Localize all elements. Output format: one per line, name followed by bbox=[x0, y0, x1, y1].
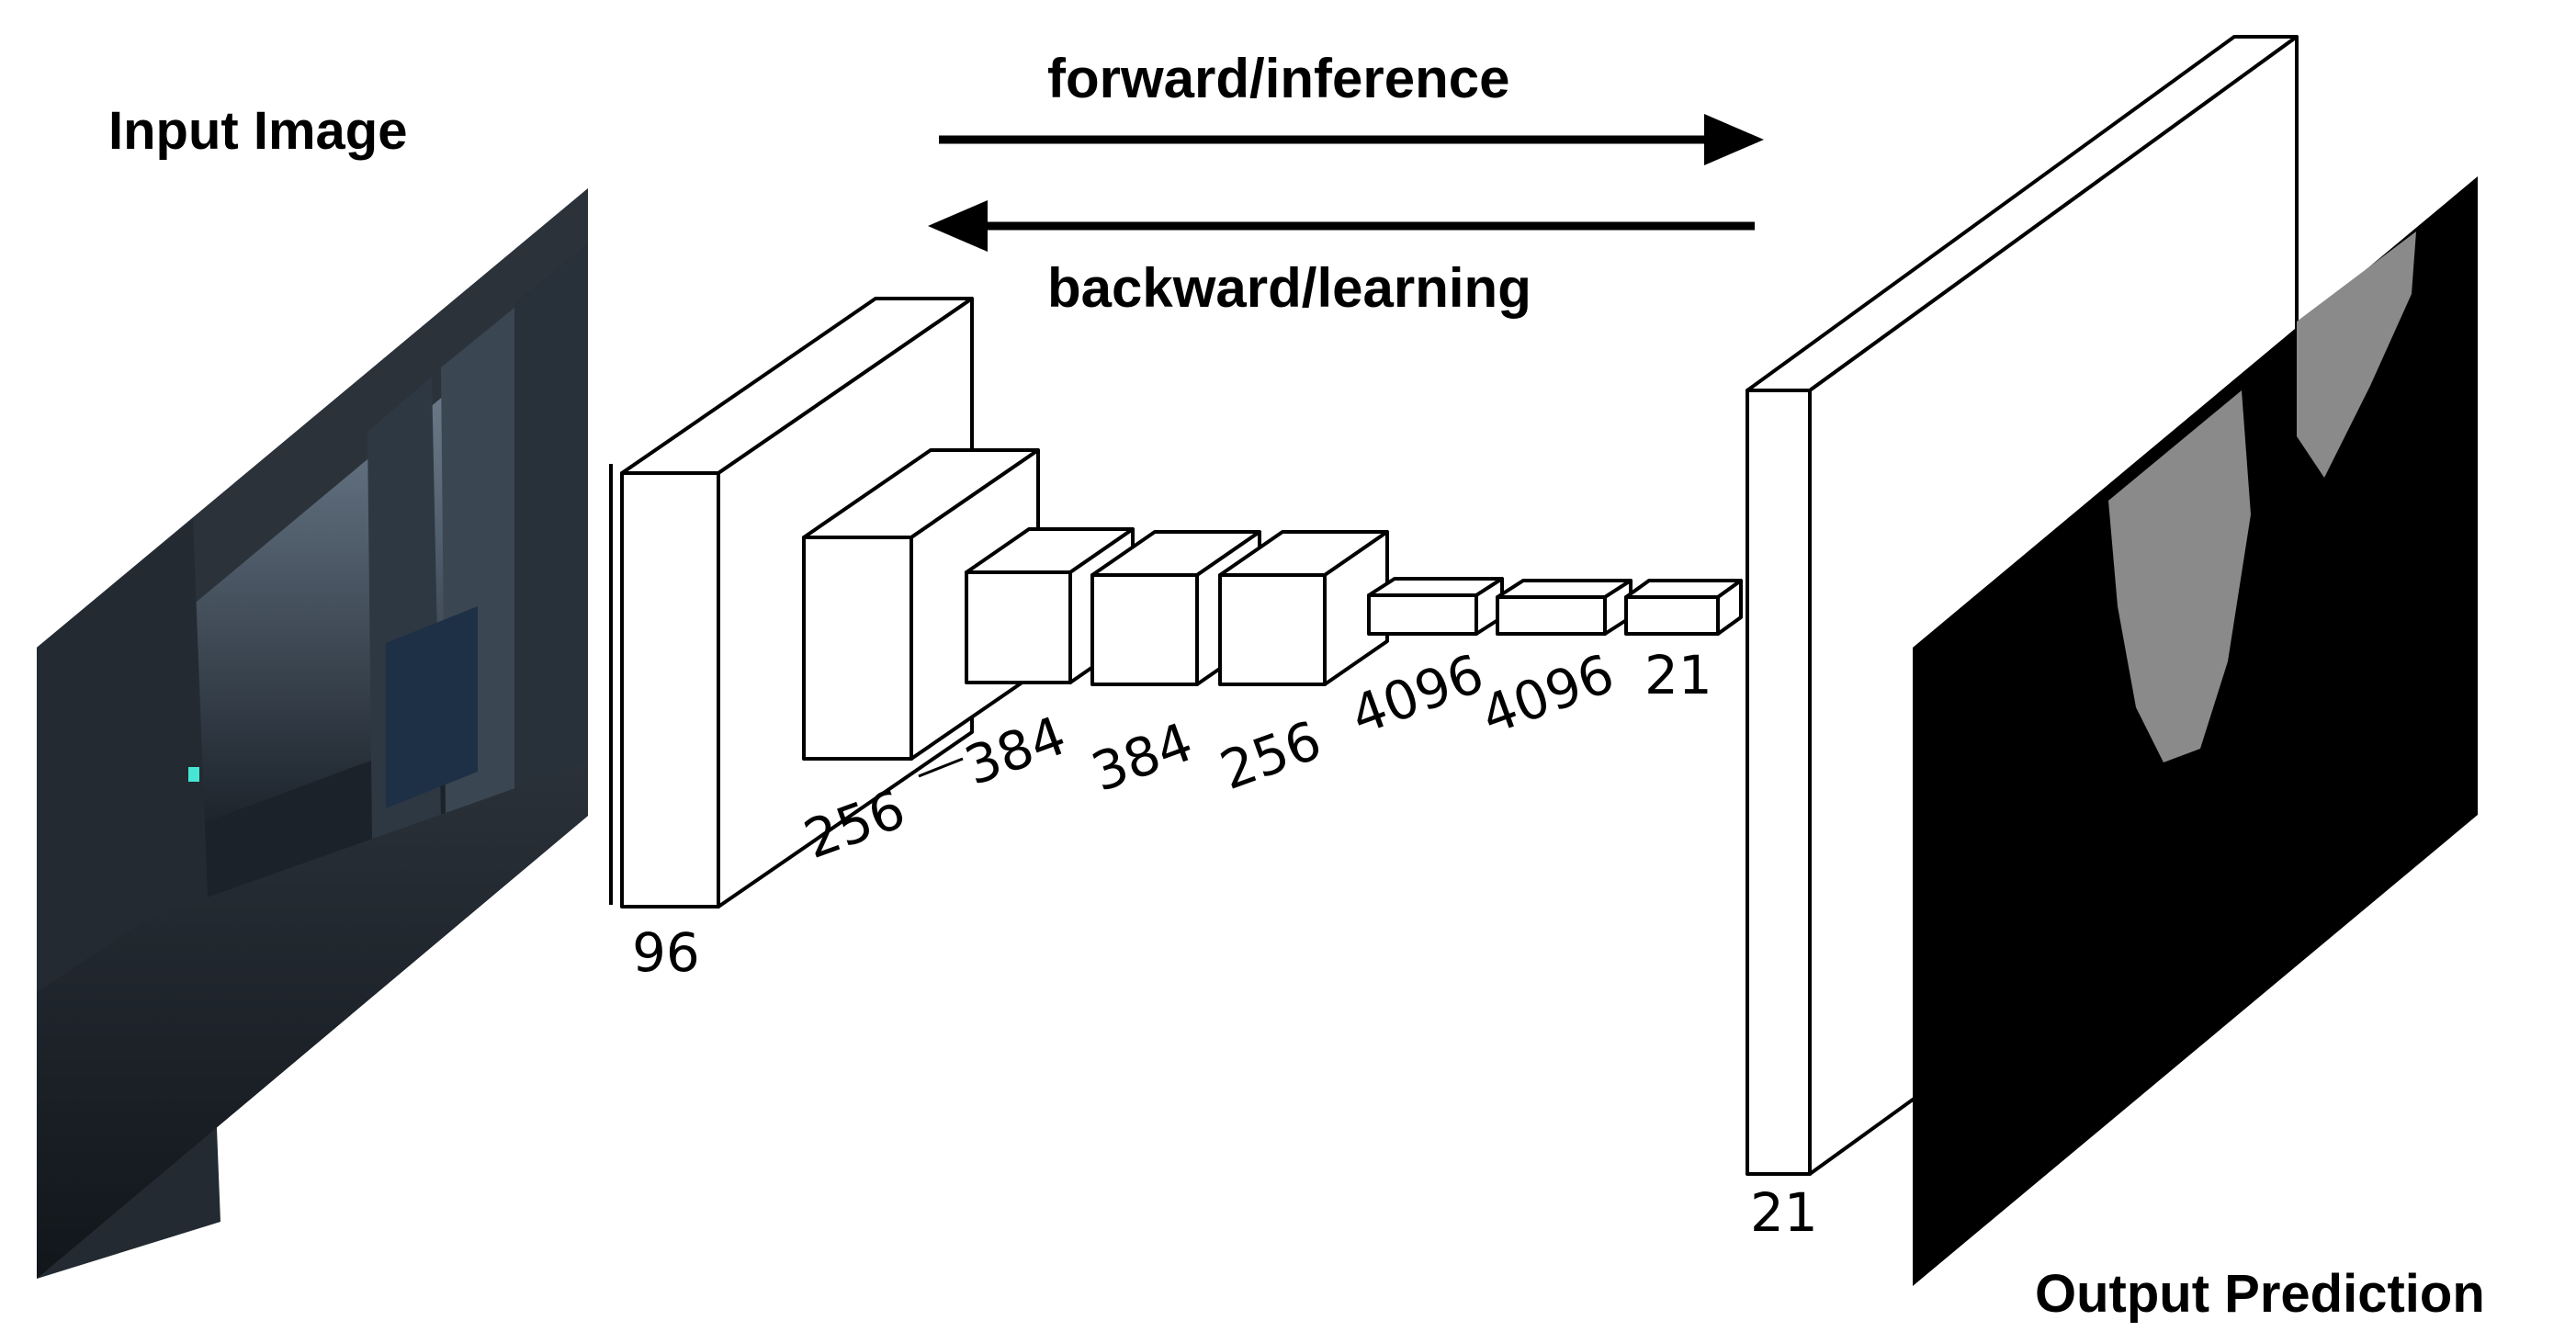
traffic-light bbox=[188, 767, 199, 782]
fc7-block bbox=[1496, 579, 1633, 636]
fc8-block bbox=[1624, 579, 1743, 636]
output-prediction-label: Output Prediction bbox=[2035, 1264, 2485, 1324]
input-image-label: Input Image bbox=[108, 101, 407, 161]
input-image bbox=[37, 188, 588, 1279]
forward-arrow bbox=[939, 114, 1764, 165]
fc6-block bbox=[1367, 577, 1504, 636]
output-prediction-image bbox=[1913, 176, 2478, 1286]
fc7-dim-label: 4096 bbox=[1474, 642, 1622, 747]
output-volume-dim-label: 21 bbox=[1750, 1181, 1818, 1244]
backward-label: backward/learning bbox=[1047, 257, 1531, 319]
conv5-dim-label: 256 bbox=[1213, 708, 1329, 802]
forward-label: forward/inference bbox=[1047, 48, 1509, 109]
conv1-dim-label: 96 bbox=[632, 921, 700, 984]
conv3-dim-label: 384 bbox=[957, 704, 1074, 797]
backward-arrow bbox=[928, 200, 1755, 252]
fc8-dim-label: 21 bbox=[1644, 644, 1712, 706]
conv5-block bbox=[1218, 530, 1389, 686]
conv4-dim-label: 384 bbox=[1084, 710, 1201, 804]
conv2-dim-leader bbox=[918, 757, 964, 778]
